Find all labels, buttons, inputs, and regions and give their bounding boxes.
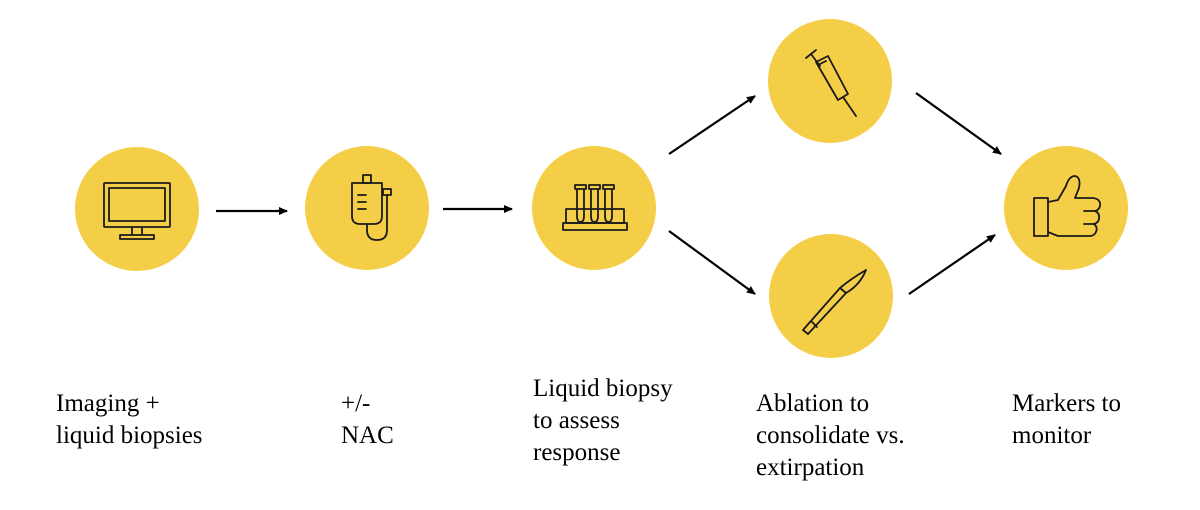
test-tubes-icon bbox=[562, 184, 628, 231]
step-label-ablation: Ablation to consolidate vs. extirpation bbox=[756, 388, 905, 484]
step-label-imaging: Imaging + liquid biopsies bbox=[56, 388, 203, 452]
label-line: monitor bbox=[1012, 422, 1092, 449]
label-line: Imaging + bbox=[56, 390, 160, 417]
step-node-consolidate bbox=[768, 19, 892, 143]
monitor-icon bbox=[103, 182, 171, 240]
scalpel-icon bbox=[802, 269, 867, 335]
step-label-liquid-biopsy: Liquid biopsy to assess response bbox=[533, 373, 673, 469]
step-node-monitor bbox=[1004, 146, 1128, 270]
step-node-liquid-biopsy bbox=[532, 146, 656, 270]
label-line: Markers to bbox=[1012, 390, 1121, 417]
label-line: response bbox=[533, 439, 621, 466]
label-line: Ablation to bbox=[756, 390, 870, 417]
arrow-liquid-biopsy-to-extirpation bbox=[668, 230, 756, 295]
label-line: NAC bbox=[341, 422, 394, 449]
label-line: Liquid biopsy bbox=[533, 375, 673, 402]
syringe-icon bbox=[805, 49, 857, 117]
step-node-nac bbox=[305, 146, 429, 270]
label-line: extirpation bbox=[756, 454, 865, 481]
iv-bag-icon bbox=[351, 174, 392, 241]
label-line: liquid biopsies bbox=[56, 422, 203, 449]
step-label-monitor: Markers to monitor bbox=[1012, 388, 1121, 452]
arrow-extirpation-to-monitor bbox=[908, 234, 996, 295]
arrow-liquid-biopsy-to-consolidate bbox=[668, 95, 756, 155]
step-label-nac: +/- NAC bbox=[341, 388, 394, 452]
label-line: +/- bbox=[341, 390, 371, 417]
step-node-extirpation bbox=[769, 234, 893, 358]
thumbs-up-icon bbox=[1033, 175, 1102, 237]
step-node-imaging bbox=[75, 147, 199, 271]
label-line: consolidate vs. bbox=[756, 422, 905, 449]
label-line: to assess bbox=[533, 407, 620, 434]
arrow-consolidate-to-monitor bbox=[915, 92, 1002, 155]
